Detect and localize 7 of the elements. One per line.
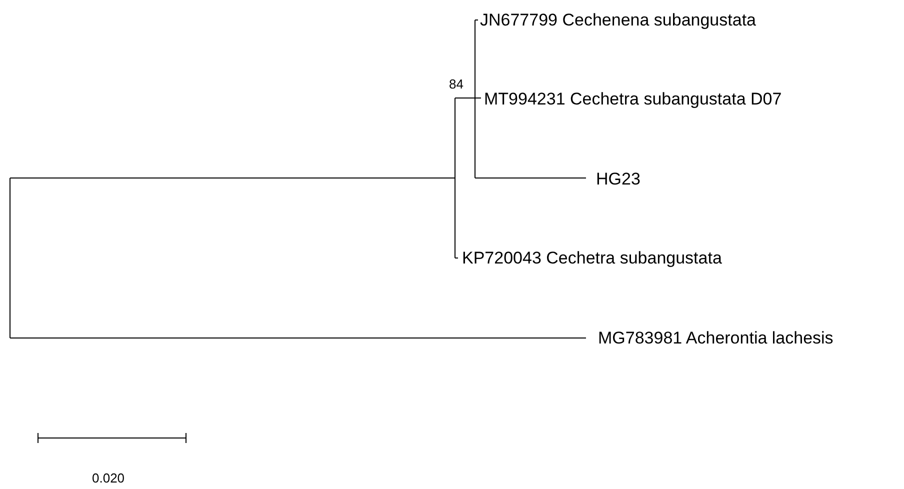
bootstrap-value: 84 bbox=[449, 78, 464, 90]
taxon-label: HG23 bbox=[596, 170, 640, 188]
taxon-label: KP720043 Cechetra subangustata bbox=[462, 250, 722, 266]
taxon-label: JN677799 Cechenena subangustata bbox=[480, 12, 756, 28]
scale-value: 0.020 bbox=[92, 472, 125, 484]
taxon-label: MT994231 Cechetra subangustata D07 bbox=[484, 90, 782, 108]
taxon-label: MG783981 Acherontia lachesis bbox=[598, 330, 834, 346]
